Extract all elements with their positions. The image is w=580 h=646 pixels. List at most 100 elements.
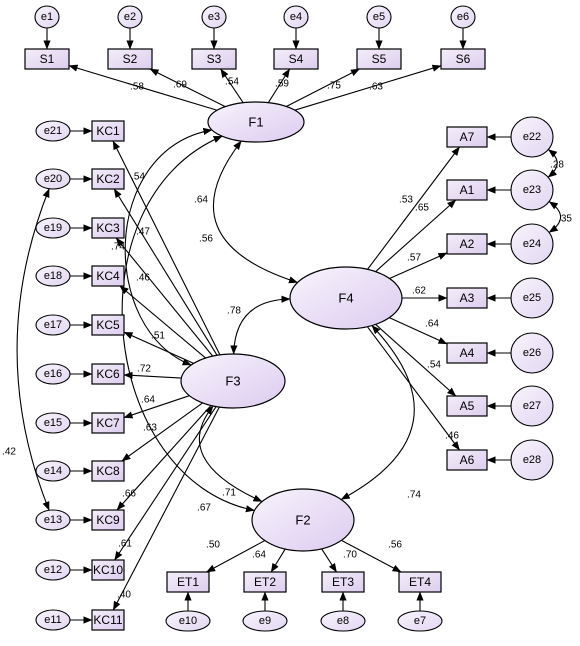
error-node-e27: e27 [510,385,554,427]
loading-arrow-F3-KC8 [121,402,203,462]
label-e16: e16 [44,368,62,380]
loading-arrow-F4-A7 [367,146,460,270]
correlation-label-F1-F3: .74 [111,242,125,253]
label-e22: e22 [523,131,541,143]
label-A4: A4 [460,346,475,360]
observed-node-A4: A4 [446,342,488,364]
loading-label-F2-ET1: .50 [206,540,220,551]
error-node-e2: e2 [117,5,143,29]
label-KC4: KC4 [96,269,120,283]
loading-label-F4-A1: .65 [415,203,429,214]
box-KC3 [91,217,125,239]
label-e18: e18 [44,270,62,282]
observed-node-S2: S2 [107,48,153,70]
error-node-e6: e6 [450,5,476,29]
ellipse-F3 [180,353,286,409]
ellipse-e16 [35,363,71,385]
ellipse-e18 [35,265,71,287]
observed-node-KC7: KC7 [91,412,125,434]
error-node-e1: e1 [34,5,60,29]
loading-label-F4-A5: .54 [427,360,441,371]
observed-node-S6: S6 [440,48,486,70]
loading-arrow-F1-S6 [294,64,442,111]
box-KC5 [91,314,125,336]
error-node-e8: e8 [320,610,366,632]
ellipse-F4 [289,266,403,330]
label-F3: F3 [225,374,240,389]
correlation-curve-F1-F4 [212,140,298,284]
observed-node-ET3: ET3 [321,571,365,593]
label-e17: e17 [44,319,62,331]
loading-label-F3-KC9: .66 [122,489,136,500]
loading-arrow-F4-A6 [366,326,460,451]
box-A7 [446,126,488,148]
error-node-e7: e7 [397,610,443,632]
label-S5: S5 [372,52,387,66]
observed-node-ET4: ET4 [398,571,442,593]
label-e12: e12 [44,564,62,576]
loading-label-F3-KC4: .46 [136,273,150,284]
error-node-e22: e22 [510,116,554,158]
ellipse-e17 [35,314,71,336]
label-A1: A1 [460,183,475,197]
error-node-e18: e18 [35,265,71,287]
loading-arrow-F1-S5 [286,68,360,107]
ellipse-e10 [165,610,211,632]
label-S1: S1 [40,52,55,66]
observed-node-A2: A2 [446,233,488,255]
label-e8: e8 [337,615,349,627]
error-node-e21: e21 [35,120,71,142]
ellipse-e1 [34,5,60,29]
label-e5: e5 [373,11,385,23]
loading-label-F3-KC1: .56 [199,234,213,245]
ellipse-e27 [510,385,554,427]
loading-arrow-F3-KC10 [114,406,217,561]
box-KC4 [91,265,125,287]
label-KC1: KC1 [96,124,120,138]
label-e24: e24 [523,238,541,250]
loading-arrow-F2-ET1 [206,540,266,573]
label-e20: e20 [44,173,62,185]
error-node-e19: e19 [35,217,71,239]
correlation-label-e20-e13: .42 [2,447,16,458]
label-A7: A7 [460,130,475,144]
correlation-label-e22-e23: .28 [550,160,564,171]
loading-label-F1-S1: .58 [130,82,144,93]
ellipse-e19 [35,217,71,239]
box-S3 [191,48,237,70]
box-S2 [107,48,153,70]
observed-node-A3: A3 [446,287,488,309]
box-A6 [446,449,488,471]
ellipse-e25 [510,277,554,319]
loading-label-F3-KC6: .72 [137,364,151,375]
label-e4: e4 [290,11,302,23]
label-e14: e14 [44,465,62,477]
label-e26: e26 [523,347,541,359]
box-S5 [356,48,402,70]
ellipse-e7 [397,610,443,632]
loading-arrow-F1-S1 [68,64,218,111]
correlation-label-F3-F4: .78 [227,306,241,317]
observed-node-A6: A6 [446,449,488,471]
label-e2: e2 [124,11,136,23]
ellipse-F2 [251,488,355,552]
label-S6: S6 [456,52,471,66]
box-S1 [24,48,70,70]
loading-label-F2-ET4: .56 [388,540,402,551]
loading-label-F4-A4: .64 [425,319,439,330]
latent-node-F4: F4 [289,266,403,330]
box-KC1 [91,120,125,142]
labels-layer: .58.69.54.59.75.63.56.54.47.46.51.72.64.… [2,77,572,601]
label-e10: e10 [179,615,197,627]
label-e3: e3 [208,11,220,23]
ellipse-e21 [35,120,71,142]
label-e23: e23 [523,184,541,196]
label-e1: e1 [41,11,53,23]
latent-node-F3: F3 [180,353,286,409]
loading-label-F2-ET2: .64 [252,550,266,561]
label-S4: S4 [289,52,304,66]
loading-label-F1-S4: .59 [275,79,289,90]
correlation-curve-F3-F4 [230,295,291,355]
